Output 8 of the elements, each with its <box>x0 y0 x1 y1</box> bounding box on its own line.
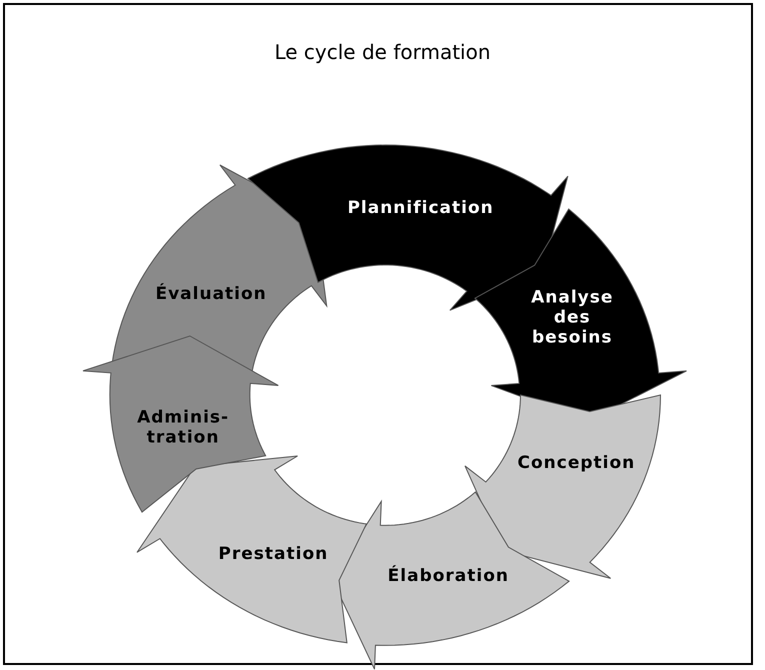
stage-label: Élaboration <box>386 565 510 586</box>
stage-label: Adminis-tration <box>136 408 230 448</box>
stage-label: Plannification <box>346 198 495 218</box>
stage-label: Évaluation <box>154 284 268 304</box>
stage-label: Conception <box>516 452 636 474</box>
stage-label: Analyse des besoins <box>530 287 614 348</box>
stage-label: Prestation <box>217 544 330 565</box>
title: Le cycle de formation <box>273 40 492 64</box>
